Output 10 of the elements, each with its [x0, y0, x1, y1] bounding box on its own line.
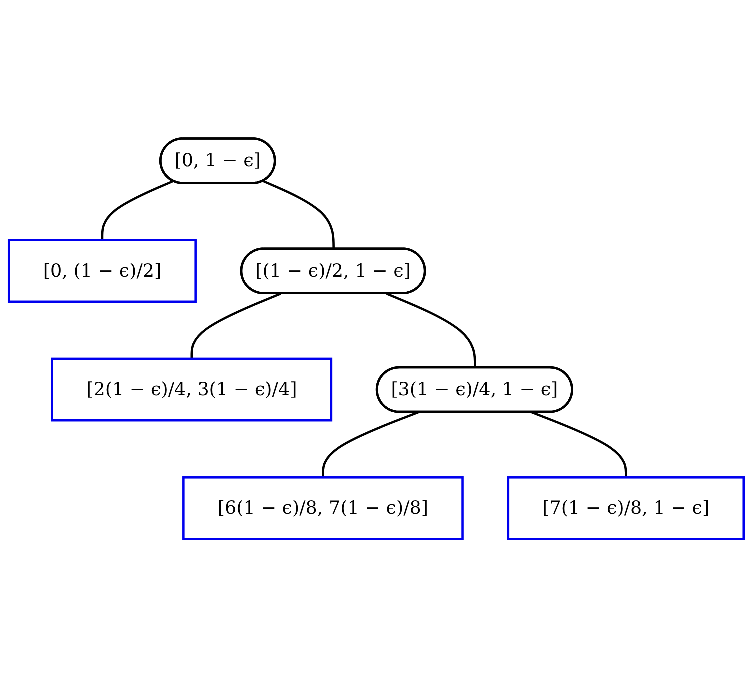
- node-box: [7(1 − ϵ)/8, 1 − ϵ]: [507, 476, 745, 540]
- node-box: [0, (1 − ϵ)/2]: [8, 239, 197, 304]
- connector: [101, 180, 174, 240]
- connector: [190, 292, 282, 359]
- connector: [532, 412, 628, 478]
- node-box: [6(1 − ϵ)/8, 7(1 − ϵ)/8]: [182, 476, 464, 540]
- connector: [386, 292, 476, 368]
- connector: [263, 180, 335, 250]
- node-box: [2(1 − ϵ)/4, 3(1 − ϵ)/4]: [51, 358, 333, 422]
- connector: [322, 412, 419, 478]
